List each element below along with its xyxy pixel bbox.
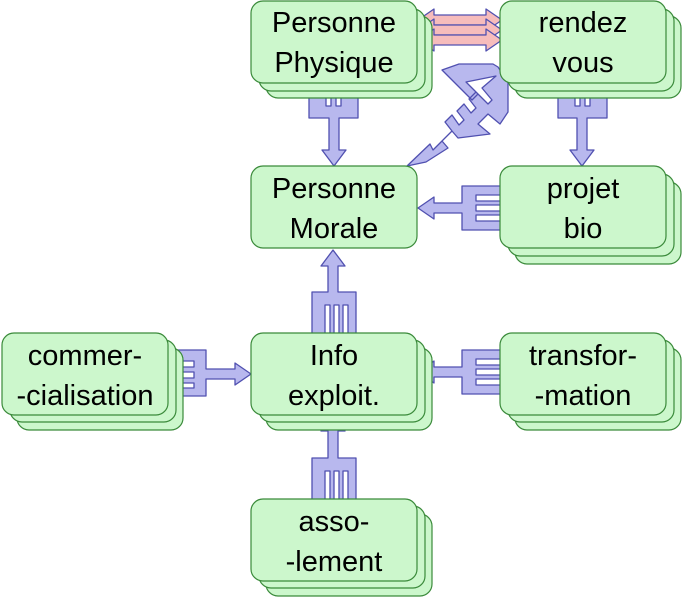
node-label-line2: -lement	[286, 546, 383, 578]
node-label-line2: vous	[552, 47, 613, 79]
arrow-physique-morale	[308, 83, 359, 167]
node-commercialisation: commer- -cialisation	[1, 332, 184, 431]
node-assolement: asso- -lement	[250, 498, 433, 597]
arrow-rendezvous-projet	[557, 83, 608, 167]
node-label-line1: projet	[547, 173, 620, 205]
node-label-line2: bio	[564, 213, 603, 245]
arrow-morale-projet	[417, 185, 503, 231]
arrow-info-morale	[311, 249, 357, 335]
node-rendez-vous: rendez vous	[499, 0, 682, 99]
node-label-line1: asso-	[299, 506, 370, 538]
node-label-line1: transfor-	[529, 340, 637, 372]
node-label-line1: Info	[310, 340, 358, 372]
node-label-line1: rendez	[539, 7, 628, 39]
node-info-exploit: Info exploit.	[250, 332, 433, 431]
node-label-line1: commer-	[28, 340, 142, 372]
node-label-line2: Physique	[274, 47, 393, 79]
arrow-morale-rendezvous	[406, 63, 509, 167]
node-label-line1: Personne	[272, 173, 396, 205]
node-label-line1: Personne	[272, 7, 396, 39]
node-personne-morale: Personne Morale	[250, 165, 418, 249]
node-projet-bio: projet bio	[499, 165, 682, 265]
node-label-line2: exploit.	[288, 380, 380, 412]
node-personne-physique: Personne Physique	[250, 0, 433, 99]
arrow-info-assolement	[311, 414, 357, 501]
node-label-line2: Morale	[290, 213, 379, 245]
node-label-line2: -cialisation	[17, 380, 154, 412]
node-label-line2: -mation	[535, 380, 632, 412]
node-transformation: transfor- -mation	[499, 332, 682, 431]
arrow-info-transformation	[417, 349, 503, 395]
